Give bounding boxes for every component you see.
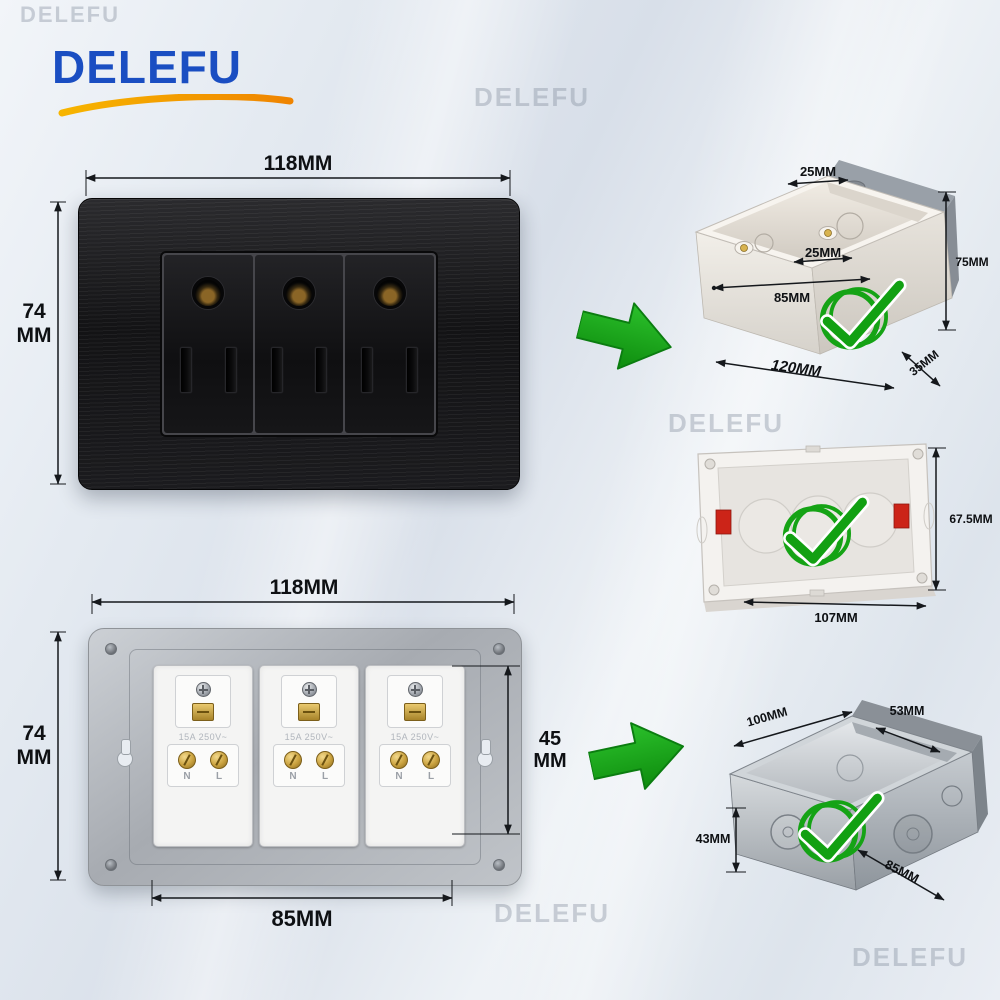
plug-slot-icon: [179, 347, 192, 393]
ground-hole-icon: [283, 277, 315, 309]
screw-hole-icon: [105, 859, 117, 871]
terminal-n-label: N: [289, 771, 297, 782]
keyhole-slot-icon: [117, 739, 133, 767]
back-height-label: 74 MM: [16, 722, 52, 769]
ground-terminal-block: [387, 675, 443, 728]
wire-terminal-block: N L: [379, 744, 451, 787]
ground-terminal: [192, 703, 214, 721]
screw-icon: [407, 682, 423, 697]
red-box-height-label: 67.5MM: [949, 512, 993, 526]
terminal-screw-icon: [422, 751, 440, 769]
back-module: 15A 250V~ N L: [365, 665, 465, 847]
checkmark-icon: [782, 495, 870, 567]
screw-hole-icon: [493, 859, 505, 871]
back-module: 15A 250V~ N L: [259, 665, 359, 847]
checkmark-icon: [797, 791, 885, 863]
ground-terminal: [298, 703, 320, 721]
front-height-label: 74 MM: [16, 300, 52, 347]
terminal-l-label: L: [215, 771, 223, 782]
back-module: 15A 250V~ N L: [153, 665, 253, 847]
screw-icon: [301, 682, 317, 697]
red-box-width-label: 107MM: [814, 610, 858, 625]
checkmark-icon: [819, 278, 907, 350]
white-box-inner-width-label: 85MM: [773, 290, 811, 305]
socket-back-panel: 15A 250V~ N L 15A 250V~ N L: [88, 628, 522, 886]
logo-swoosh-icon: [58, 94, 294, 117]
brand-logo: DELEFU: [52, 41, 294, 117]
plug-slot-icon: [315, 347, 328, 393]
terminal-screw-icon: [390, 751, 408, 769]
ground-hole-icon: [192, 277, 225, 309]
screw-hole-icon: [493, 643, 505, 655]
module-rating-label: 15A 250V~: [178, 732, 228, 742]
watermark: DELEFU: [668, 408, 784, 438]
terminal-n-label: N: [183, 771, 191, 782]
back-inner-height-label: 45 MM: [533, 728, 567, 773]
socket-module: [345, 255, 435, 433]
back-screw-pitch-label: 85MM: [271, 906, 333, 931]
terminal-l-label: L: [321, 771, 329, 782]
module-rating-label: 15A 250V~: [284, 732, 334, 742]
metal-box-height-label: 43MM: [695, 832, 731, 846]
green-arrow-icon: [587, 722, 685, 790]
white-box-inner-hole-label: 25MM: [804, 245, 842, 260]
module-rating-label: 15A 250V~: [390, 732, 440, 742]
screw-icon: [195, 682, 211, 697]
watermark: DELEFU: [20, 2, 120, 27]
socket-area: [160, 251, 438, 437]
terminal-screw-icon: [178, 751, 196, 769]
back-width-label: 118MM: [269, 576, 339, 599]
plug-slot-icon: [361, 347, 374, 393]
terminal-n-label: N: [395, 771, 403, 782]
terminal-screw-icon: [210, 751, 228, 769]
watermark: DELEFU: [494, 898, 610, 928]
white-box-height-label: 75MM: [955, 255, 989, 269]
wire-terminal-block: N L: [273, 744, 345, 787]
wire-terminal-block: N L: [167, 744, 239, 787]
watermark: DELEFU: [474, 82, 590, 112]
keyhole-slot-icon: [477, 739, 493, 767]
terminal-screw-icon: [284, 751, 302, 769]
white-box-top-hole-label: 25MM: [799, 164, 837, 179]
flush-mount-box-white: [694, 160, 959, 355]
screw-hole-icon: [105, 643, 117, 655]
ground-terminal-block: [175, 675, 231, 728]
back-modules: 15A 250V~ N L 15A 250V~ N L: [153, 665, 465, 847]
watermark: DELEFU: [852, 942, 968, 972]
ground-terminal: [404, 703, 426, 721]
terminal-l-label: L: [427, 771, 435, 782]
socket-module: [164, 255, 253, 433]
brand-logo-text: DELEFU: [52, 41, 242, 93]
terminal-screw-icon: [316, 751, 334, 769]
socket-module: [254, 255, 344, 433]
ground-terminal-block: [281, 675, 337, 728]
front-width-label: 118MM: [263, 152, 333, 175]
socket-front-panel: [78, 198, 520, 490]
green-arrow-icon: [575, 302, 672, 370]
plug-slot-icon: [270, 347, 283, 393]
ground-hole-icon: [373, 277, 406, 309]
plug-slot-icon: [406, 347, 419, 393]
metal-box-top-depth-label: 53MM: [889, 704, 925, 718]
plug-slot-icon: [224, 347, 237, 393]
